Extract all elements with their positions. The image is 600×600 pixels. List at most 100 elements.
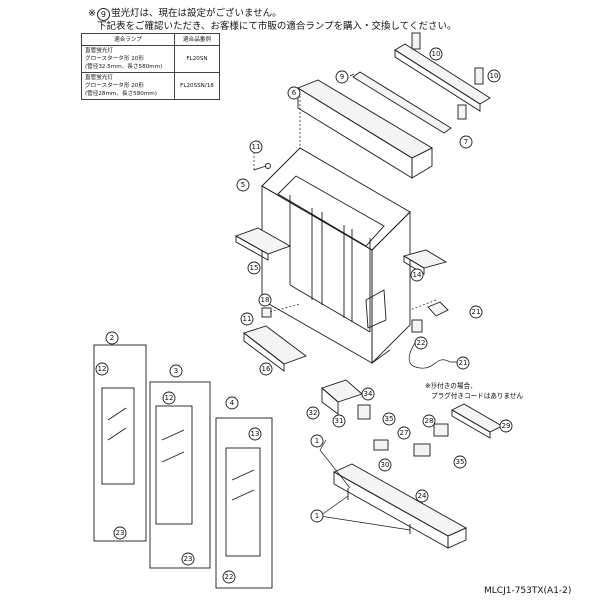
svg-text:34: 34	[364, 390, 373, 398]
svg-text:4: 4	[230, 399, 235, 407]
fluorescent-lamp	[349, 71, 452, 134]
svg-text:32: 32	[309, 409, 318, 417]
lamp-size: (管径28mm、長さ580mm)	[85, 91, 157, 97]
callout-13: 13	[248, 427, 262, 441]
model-number: MLCJ1-753TX(A1-2)	[484, 586, 572, 596]
callout-4: 4	[225, 396, 239, 410]
callout-2: 2	[105, 331, 119, 345]
hinge-assembly	[321, 379, 431, 457]
svg-text:22: 22	[225, 573, 234, 581]
table-header-row: 適合ランプ 適合品番例	[80, 33, 220, 46]
svg-text:27: 27	[400, 429, 409, 437]
svg-text:16: 16	[262, 365, 271, 373]
callout-27: 27	[397, 426, 411, 440]
svg-text:35: 35	[385, 415, 394, 423]
svg-text:9: 9	[340, 73, 344, 81]
table-row: 直管蛍光灯 グロースタータ形 20形 (管径28mm、長さ580mm) FL20…	[80, 72, 220, 100]
cabinet-frame	[261, 147, 411, 365]
callout-32: 32	[306, 406, 320, 420]
callout-16: 16	[259, 362, 273, 376]
lamp-starter: グロースタータ形 20形	[85, 83, 144, 89]
svg-text:18: 18	[261, 296, 270, 304]
part-9-mark: 9	[96, 8, 110, 21]
switch-20	[411, 319, 423, 333]
callout-28: 28	[422, 414, 436, 428]
screw-5	[253, 163, 271, 171]
svg-text:30: 30	[381, 461, 390, 469]
callout-19: 21	[456, 356, 470, 370]
callout-23-a: 23	[113, 526, 127, 540]
callout-6: 6	[287, 86, 301, 100]
callout-10-top: 10	[429, 47, 443, 61]
callout-12-a: 12	[95, 362, 109, 376]
callout-20: 22	[414, 336, 428, 350]
callout-34: 35	[382, 412, 396, 426]
svg-text:2: 2	[110, 334, 114, 342]
callout-9: 9	[335, 70, 349, 84]
svg-text:23: 23	[116, 529, 125, 537]
mirror-door-right	[215, 417, 273, 589]
svg-text:24: 24	[418, 492, 427, 500]
callout-10-right: 10	[487, 69, 501, 83]
note-prefix: ※	[88, 8, 96, 19]
wall-bracket-29	[451, 403, 503, 439]
lamp-size: (管径32.5mm、長さ580mm)	[85, 64, 163, 70]
knob-18	[261, 307, 272, 318]
svg-text:7: 7	[464, 138, 468, 146]
mirror-door-left	[93, 344, 147, 542]
model-cell: FL20SSN/18	[174, 72, 220, 100]
callout-1-a: 1	[310, 434, 324, 448]
note-line1: 蛍光灯は、現在は設定がございません。	[110, 8, 282, 19]
callout-7: 7	[459, 135, 473, 149]
callout-35: 35	[453, 455, 467, 469]
power-cord-19	[408, 337, 458, 369]
callout-11-b: 11	[240, 312, 254, 326]
callout-1-b: 1	[310, 509, 324, 523]
svg-text:11: 11	[252, 143, 261, 151]
callout-11: 11	[249, 140, 263, 154]
callout-24: 24	[415, 489, 429, 503]
svg-text:3: 3	[174, 367, 178, 375]
outlet-21	[427, 301, 449, 317]
replacement-instruction-note: 下記表をご確認いただき、お客様にて市販の適合ランプを購入・交換してください。	[97, 21, 457, 32]
cord-note-line1: ※⑲付きの場合、	[425, 381, 477, 390]
svg-text:12: 12	[98, 365, 107, 373]
svg-text:31: 31	[335, 417, 344, 425]
hinge-28	[433, 423, 449, 437]
bottom-shelf	[243, 325, 307, 372]
svg-text:6: 6	[292, 89, 297, 97]
cord-note: ※⑲付きの場合、 プラグ付きコードはありません	[425, 381, 524, 400]
mounting-rail	[394, 32, 491, 120]
callout-31: 31	[332, 414, 346, 428]
lamp-cell: 直管蛍光灯 グロースタータ形 20形 (管径28mm、長さ580mm)	[80, 72, 176, 100]
svg-text:29: 29	[502, 422, 511, 430]
svg-text:10: 10	[490, 72, 499, 80]
callout-5: 5	[236, 178, 250, 192]
lamp-type: 直管蛍光灯	[85, 75, 113, 81]
callout-22: 22	[222, 570, 236, 584]
callout-33: 34	[361, 387, 375, 401]
left-shelf	[234, 227, 292, 261]
svg-text:13: 13	[251, 430, 260, 438]
svg-text:22: 22	[417, 339, 426, 347]
callout-18: 18	[258, 293, 272, 307]
callout-14: 14	[410, 268, 424, 282]
svg-text:21: 21	[459, 359, 468, 367]
top-lamp-cover	[297, 79, 433, 179]
callout-23-b: 23	[181, 552, 195, 566]
callout-15: 15	[247, 261, 261, 275]
svg-text:5: 5	[241, 181, 245, 189]
callout-21: 21	[469, 305, 483, 319]
cord-note-line2: プラグ付きコードはありません	[431, 391, 524, 400]
callout-3: 3	[169, 364, 183, 378]
svg-text:28: 28	[425, 417, 434, 425]
svg-text:15: 15	[250, 264, 259, 272]
svg-text:11: 11	[243, 315, 252, 323]
lamp-type: 直管蛍光灯	[85, 48, 113, 54]
svg-text:23: 23	[184, 555, 193, 563]
callout-numbers: 10 10 9 6 7 11 5 15 14 18 21 11 22 2 16 …	[95, 47, 513, 584]
lamp-starter: グロースタータ形 20形	[85, 56, 144, 62]
callout-30: 30	[378, 458, 392, 472]
